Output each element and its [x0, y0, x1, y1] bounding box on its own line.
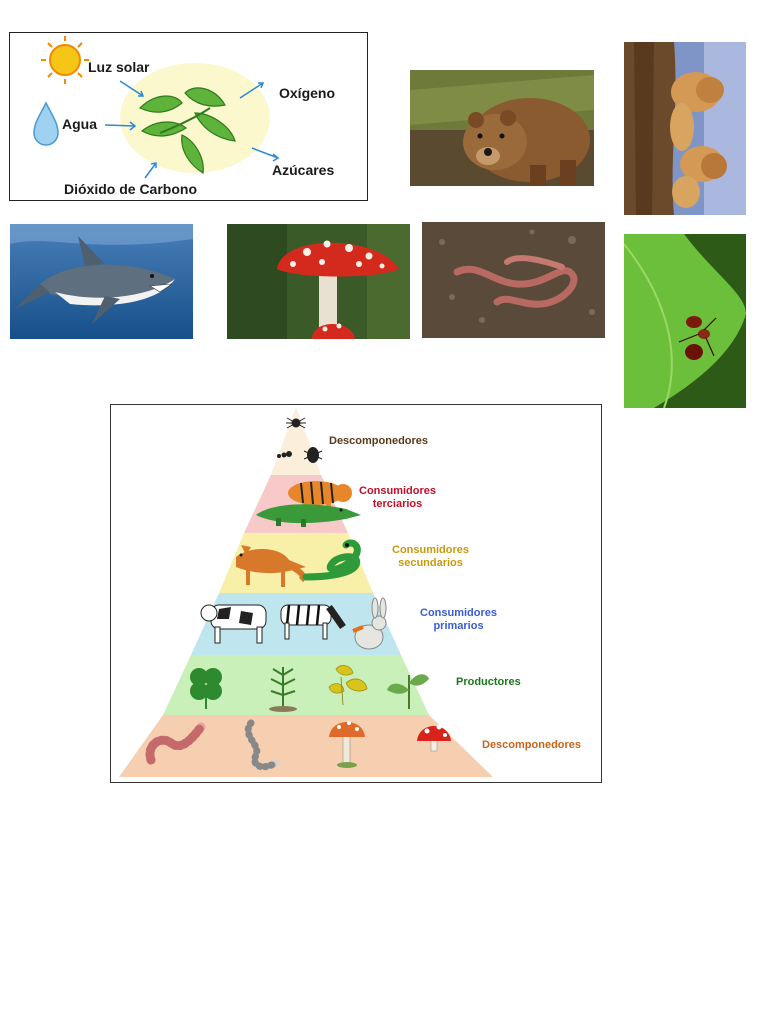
label-text: Descomponedores: [329, 435, 429, 447]
clover-icon: [190, 668, 222, 709]
sugars-label: Azúcares: [272, 162, 335, 178]
label-text: Consumidores secundarios: [392, 544, 470, 569]
label-decomposers-bottom: Descomponedores: [482, 739, 581, 752]
band-top: [281, 407, 311, 475]
label-text: Consumidores terciarios: [359, 485, 437, 510]
cow-icon: [200, 604, 267, 644]
spider-icon: [286, 417, 306, 429]
leaf-branch-icon: [138, 87, 236, 174]
label-text: Descomponedores: [482, 739, 582, 751]
label-text: Productores: [456, 676, 521, 688]
beetle-icon: [303, 447, 323, 463]
ant-icon: [277, 451, 292, 458]
worm-icon: [244, 719, 280, 771]
sprout-icon: [387, 674, 429, 709]
lions-photo: [624, 42, 746, 215]
label-secondary: Consumidores secundarios: [392, 544, 469, 570]
label-primary: Consumidores primarios: [420, 607, 497, 633]
mushroom-icon-red: [417, 724, 451, 752]
tiger-icon: [288, 481, 352, 517]
rabbit-icon: [352, 597, 387, 650]
zebra-icon: [280, 604, 346, 640]
photosynthesis-art: [33, 36, 280, 179]
earthworm-icon: [145, 722, 206, 765]
label-tertiary: Consumidores terciarios: [359, 485, 436, 511]
arrows: [104, 80, 280, 179]
ant-photo: [624, 234, 746, 408]
water-label: Agua: [62, 116, 97, 132]
trophic-pyramid: Descomponedores Consumidores terciarios …: [110, 404, 602, 783]
label-decomposers-top: Descomponedores: [329, 435, 428, 448]
crocodile-icon: [256, 504, 361, 527]
water-drop-icon: [33, 101, 59, 146]
snake-icon: [302, 539, 361, 581]
sun-label: Luz solar: [88, 59, 150, 75]
yellow-leaves-icon: [328, 665, 368, 706]
sun-icon: [41, 36, 89, 84]
worm-photo: [422, 222, 605, 338]
fox-icon: [236, 545, 306, 587]
photosynthesis-diagram: Luz solar Agua Dióxido de Carbono Oxígen…: [9, 32, 368, 201]
oxygen-label: Oxígeno: [279, 85, 336, 101]
band-decomposers: [119, 715, 493, 777]
shark-photo: [10, 224, 193, 339]
pyramid-art: [119, 407, 493, 777]
mushroom-photo: [227, 224, 410, 339]
mushroom-icon-orange: [329, 721, 365, 768]
label-producers: Productores: [456, 676, 521, 689]
fern-icon: [269, 667, 297, 712]
label-text: Consumidores primarios: [420, 607, 498, 632]
co2-label: Dióxido de Carbono: [64, 181, 197, 197]
bear-photo: [410, 70, 594, 186]
band-producers: [163, 655, 429, 715]
